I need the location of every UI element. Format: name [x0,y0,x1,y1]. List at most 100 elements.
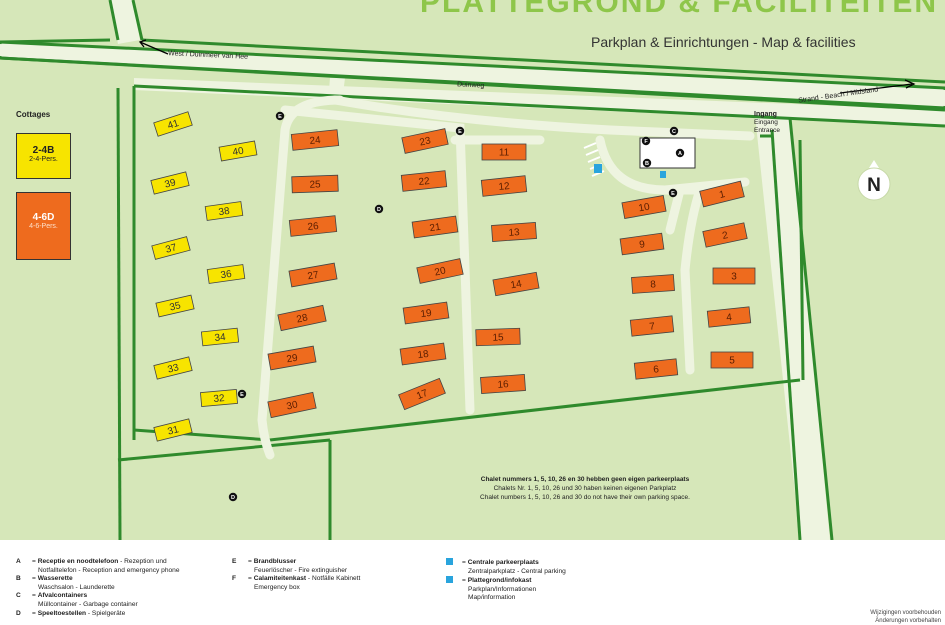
legend-parking-line2: Zentralparkplatz - Central parking [468,567,566,575]
legend-e-line2: Feuerlöscher - Fire extinguisher [254,566,348,574]
marker-letter: F [644,139,648,145]
cottage-number: 40 [232,146,245,159]
cottage-number: 4 [726,312,733,324]
cottage-shape [401,128,449,154]
cottage-shape [277,304,327,332]
entrance-de: Eingang [754,119,778,126]
cottage-legend-4-6d-persons: 4-6-Pers. [29,223,58,230]
cottage-number: 12 [498,181,511,193]
compass-icon: N [857,160,891,201]
info-legend-icon [446,576,453,584]
cottage-39: 39 [150,171,190,195]
cottage-1: 1 [699,180,745,208]
cottage-4: 4 [706,306,752,328]
cottage-shape [267,391,317,419]
disclaimer: Wijzigingen voorbehouden Änderungen vorb… [870,609,941,625]
cottage-27: 27 [288,262,338,288]
cottage-shape [267,345,317,371]
cottage-legend-2-4b-persons: 2-4-Pers. [29,156,58,163]
marker-letter: A [678,151,682,157]
cottage-number: 1 [718,189,726,201]
marker-dot [455,126,465,136]
cottage-3: 3 [712,267,756,285]
cottage-shape [398,377,446,411]
marker-letter: E [240,392,244,398]
cottage-number: 23 [419,135,433,148]
cottage-shape [480,374,526,394]
cottage-number: 19 [420,308,433,321]
cottage-28: 28 [277,304,327,332]
hedges [0,0,945,540]
cottage-5: 5 [710,351,754,369]
legend-c-line2: Müllcontainer - Garbage container [38,600,138,608]
cottage-number: 30 [286,399,300,412]
marker-d: D [228,492,238,502]
page-title: PLATTEGROND & FACILITEITEN [420,0,939,19]
cottage-shape [619,232,665,256]
cottage-16: 16 [480,374,526,394]
cottage-25: 25 [291,174,339,194]
cottage-number: 29 [286,353,299,366]
cottage-number: 2 [721,230,729,242]
legend-f: F= Calamiteitenkast - Notfälle Kabinett [232,575,361,583]
cottage-number: 24 [309,135,322,147]
legend-column-3: = Centrale parkeerplaats Zentralparkplat… [446,558,566,603]
legend-info-line3: Map/information [468,594,516,602]
legend-a-line2: Notfalltelefon - Reception and emergency… [38,566,180,574]
marker-a: A [675,148,685,158]
cottage-18: 18 [399,342,447,366]
cottage-number: 15 [492,332,504,343]
cottage-shape [631,274,675,294]
cottage-35: 35 [155,294,195,318]
marker-b: B [642,158,652,168]
marker-letter: D [377,207,381,213]
cottage-shape [633,358,679,380]
marker-letter: E [458,129,462,135]
cottage-32: 32 [200,389,238,407]
legend-e: E= Brandblusser [232,558,297,565]
marker-letter: E [671,191,675,197]
cottage-legend-2-4b: 2-4B 2-4-Pers. [16,133,71,179]
cottage-41: 41 [153,111,193,137]
cottage-number: 37 [164,242,178,256]
marker-letter: B [645,161,649,167]
legend-column-1: A= Receptie en noodtelefoon - Rezeption … [16,558,180,618]
legend-d: D= Speeltoestellen - Spielgeräte [16,609,126,617]
legend-info: = Plattegrond/infokast [446,576,566,586]
cottage-shape [706,306,752,328]
cottage-number: 6 [653,364,660,376]
cottage-31: 31 [153,418,193,442]
cottage-shape [491,222,537,242]
cottage-number: 32 [213,393,225,405]
cottage-shape [710,351,754,369]
cottage-number: 8 [650,279,657,290]
info-icon [660,171,666,178]
marker-e: E [237,389,247,398]
cottage-legend-4-6d-code: 4-6D [32,212,55,223]
parking-note-de: Chalets Nr. 1, 5, 10, 26 und 30 haben ke… [493,485,677,492]
cottage-number: 13 [508,227,520,239]
cottage-shape [621,195,667,219]
cottage-shape [475,327,521,347]
road-label-duinweg: Duinweg [456,81,485,90]
marker-dot [669,126,679,136]
cottage-21: 21 [411,215,459,239]
page-subtitle: Parkplan & Einrichtungen - Map & facilit… [591,34,856,50]
cottage-29: 29 [267,345,317,371]
cottage-shape [699,180,745,208]
parking-legend-icon [446,558,453,565]
cottage-shape [480,175,528,197]
marker-d: D [374,204,384,214]
cottage-shape [155,294,195,318]
cottage-number: 26 [307,221,320,233]
cottage-number: 38 [218,206,231,219]
entrance-en: Entrance [754,127,781,134]
cottage-26: 26 [288,215,338,237]
cottage-9: 9 [619,232,665,256]
marker-dot [228,492,238,502]
marker-letter: C [672,129,676,135]
legend-column-2: E= Brandblusser Feuerlöscher - Fire exti… [232,558,360,592]
cottage-20: 20 [416,258,464,284]
entrance-nl: Ingang [754,111,777,118]
